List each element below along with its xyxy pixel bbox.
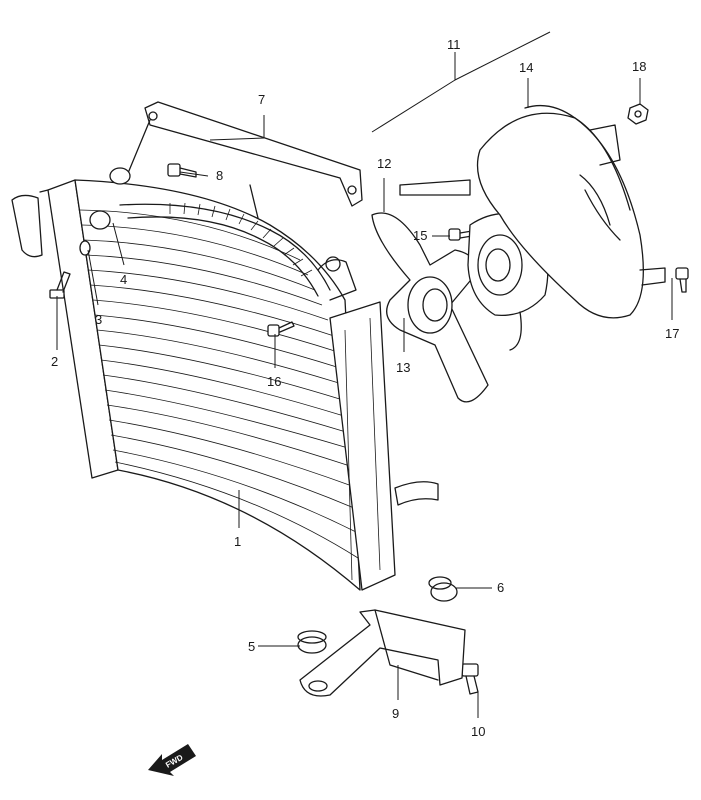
cooling-fan — [371, 179, 489, 403]
grommet-upper — [79, 167, 131, 256]
grommet-5 — [297, 630, 327, 654]
bolt-16 — [267, 321, 295, 337]
nut-18 — [627, 103, 649, 125]
part-label-12: 12 — [377, 156, 391, 171]
bolt-17 — [675, 267, 689, 293]
part-label-9: 9 — [392, 706, 399, 721]
part-label-4: 4 — [120, 272, 127, 287]
part-label-1: 1 — [234, 534, 241, 549]
leader-lines — [56, 31, 673, 718]
part-label-18: 18 — [632, 59, 646, 74]
grommet-6 — [428, 576, 458, 602]
part-label-5: 5 — [248, 639, 255, 654]
bolt-2 — [49, 271, 71, 299]
bolt-8 — [167, 163, 197, 178]
part-labels: 1 2 3 4 5 6 7 8 9 10 11 12 13 14 15 16 1… — [51, 37, 679, 739]
fan-shroud — [476, 104, 666, 319]
radiator — [11, 179, 439, 591]
part-label-2: 2 — [51, 354, 58, 369]
part-label-13: 13 — [396, 360, 410, 375]
part-label-11: 11 — [447, 37, 461, 52]
part-label-15: 15 — [413, 228, 427, 243]
forward-arrow-icon: FWD — [148, 744, 196, 776]
part-label-16: 16 — [267, 374, 281, 389]
part-label-17: 17 — [665, 326, 679, 341]
part-label-6: 6 — [497, 580, 504, 595]
bolt-15 — [448, 228, 473, 241]
part-label-8: 8 — [216, 168, 223, 183]
part-label-7: 7 — [258, 92, 265, 107]
part-label-14: 14 — [519, 60, 533, 75]
lower-bracket — [299, 609, 466, 697]
part-label-10: 10 — [471, 724, 485, 739]
upper-bracket — [125, 101, 363, 207]
part-label-3: 3 — [95, 312, 102, 327]
bolt-10 — [461, 663, 479, 695]
